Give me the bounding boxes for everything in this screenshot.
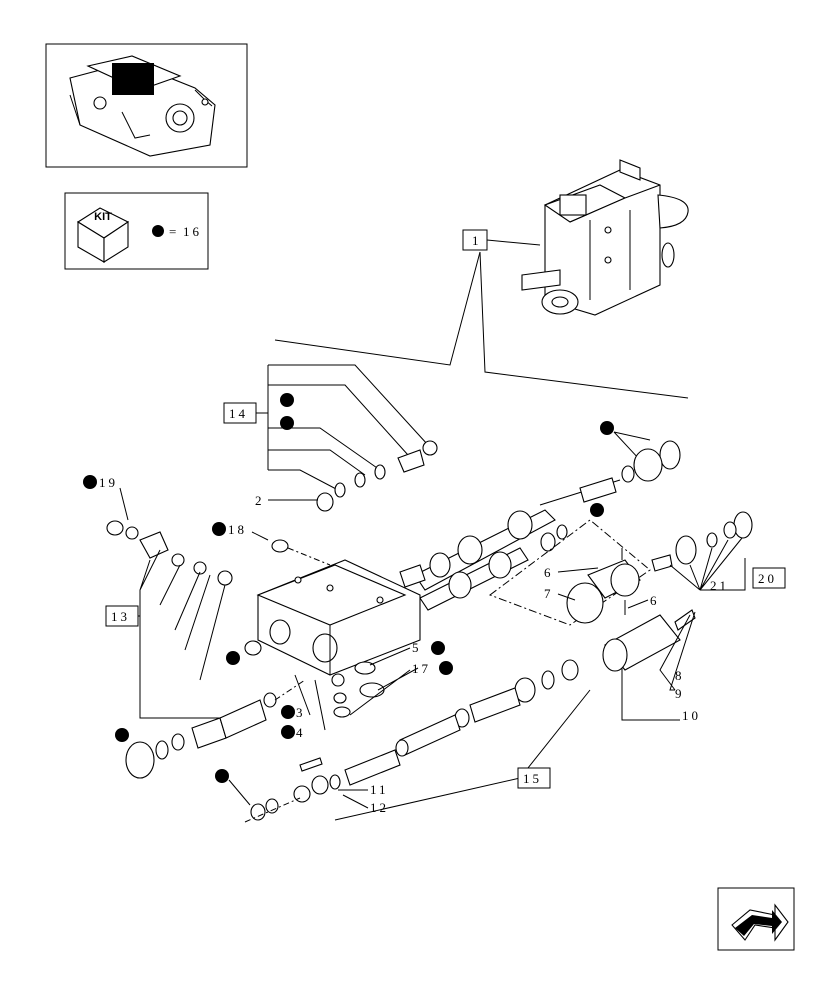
svg-text:13: 13 xyxy=(111,609,130,624)
kit-equals: = xyxy=(169,224,179,239)
callout-15[interactable]: 15 xyxy=(517,767,551,789)
valve-body xyxy=(256,559,421,676)
callout-14[interactable]: 14 xyxy=(223,402,257,424)
kit-marker-dot xyxy=(152,225,164,237)
valve-assembly-overview xyxy=(521,159,689,316)
kit-legend: KIT = 16 xyxy=(64,192,209,270)
kit-dot xyxy=(600,421,614,435)
kit-number: 16 xyxy=(183,224,202,239)
callout-3: 3 xyxy=(296,705,306,720)
svg-text:21: 21 xyxy=(710,578,729,593)
callout-8: 8 xyxy=(675,668,685,683)
callout-6a: 6 xyxy=(544,565,554,580)
callout-1[interactable]: 1 xyxy=(462,229,488,251)
svg-text:15: 15 xyxy=(523,771,542,786)
callout-10: 10 xyxy=(682,708,701,723)
callout-4: 4 xyxy=(296,725,306,740)
next-page-arrow-icon[interactable] xyxy=(717,887,795,951)
callout-5: 5 xyxy=(412,640,422,655)
callout-18: 18 xyxy=(228,522,247,537)
callout-12: 12 xyxy=(370,800,389,815)
callout-19: 19 xyxy=(99,475,118,490)
kit-box-icon xyxy=(76,207,130,263)
callout-6b: 6 xyxy=(650,593,660,608)
thumbnail-frame[interactable] xyxy=(45,43,248,168)
kit-label: KIT xyxy=(94,211,112,223)
callout-7: 7 xyxy=(544,586,554,601)
callout-11: 11 xyxy=(370,782,389,797)
callout-13[interactable]: 13 xyxy=(105,605,139,627)
callout-21[interactable]: 21 xyxy=(710,578,729,593)
callout-2: 2 xyxy=(255,493,265,508)
assembly-thumbnail-icon xyxy=(69,55,216,157)
svg-text:1: 1 xyxy=(472,233,482,248)
svg-text:14: 14 xyxy=(229,406,248,421)
svg-text:20: 20 xyxy=(758,571,777,586)
callout-20[interactable]: 20 xyxy=(752,567,786,589)
callout-9: 9 xyxy=(675,686,685,701)
callout-17: 17 xyxy=(412,661,431,676)
